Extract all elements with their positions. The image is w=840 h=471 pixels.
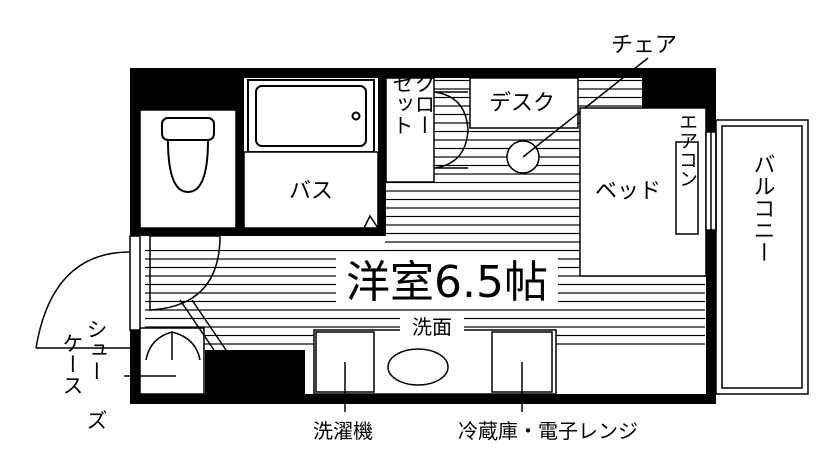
desk-label: デスク <box>489 91 555 116</box>
entrance-door <box>35 235 141 349</box>
balcony-label: バルコニー <box>750 153 775 263</box>
shoe-case-label-3: ズ <box>84 410 108 431</box>
balcony <box>715 119 809 395</box>
kitchen-counter <box>313 329 557 395</box>
balcony-window <box>705 131 717 231</box>
aircon-label: エアコン <box>676 112 698 188</box>
interior-walls <box>130 68 386 236</box>
toilet <box>161 117 215 194</box>
main-room-label: 洋室6.5帖 <box>346 257 548 308</box>
closet <box>385 77 469 183</box>
toilet-floor <box>139 109 237 229</box>
outer-walls <box>130 68 716 404</box>
closet-label-1: ゼット <box>390 73 414 136</box>
entrance-step <box>179 299 227 351</box>
washing-machine-label: 洗濯機 <box>313 419 373 443</box>
toilet-door <box>149 235 221 311</box>
bath-room <box>243 151 379 229</box>
bed-label: ベッド <box>595 179 661 204</box>
shoe-case-label-2: ケース <box>60 333 84 396</box>
bathtub <box>247 79 375 153</box>
closet-label-2: クロー <box>412 73 436 136</box>
washbasin-label: 洗面 <box>412 315 452 339</box>
aircon <box>675 141 699 235</box>
shoe-case-label-1: シュー <box>84 319 108 382</box>
bath-door <box>363 214 379 229</box>
desk <box>469 77 579 129</box>
shoe-case <box>139 327 205 395</box>
fridge-microwave-label: 冷蔵庫・電子レンジ <box>458 419 638 443</box>
bath-label: バス <box>289 179 333 204</box>
chair-label: チェア <box>611 33 677 58</box>
